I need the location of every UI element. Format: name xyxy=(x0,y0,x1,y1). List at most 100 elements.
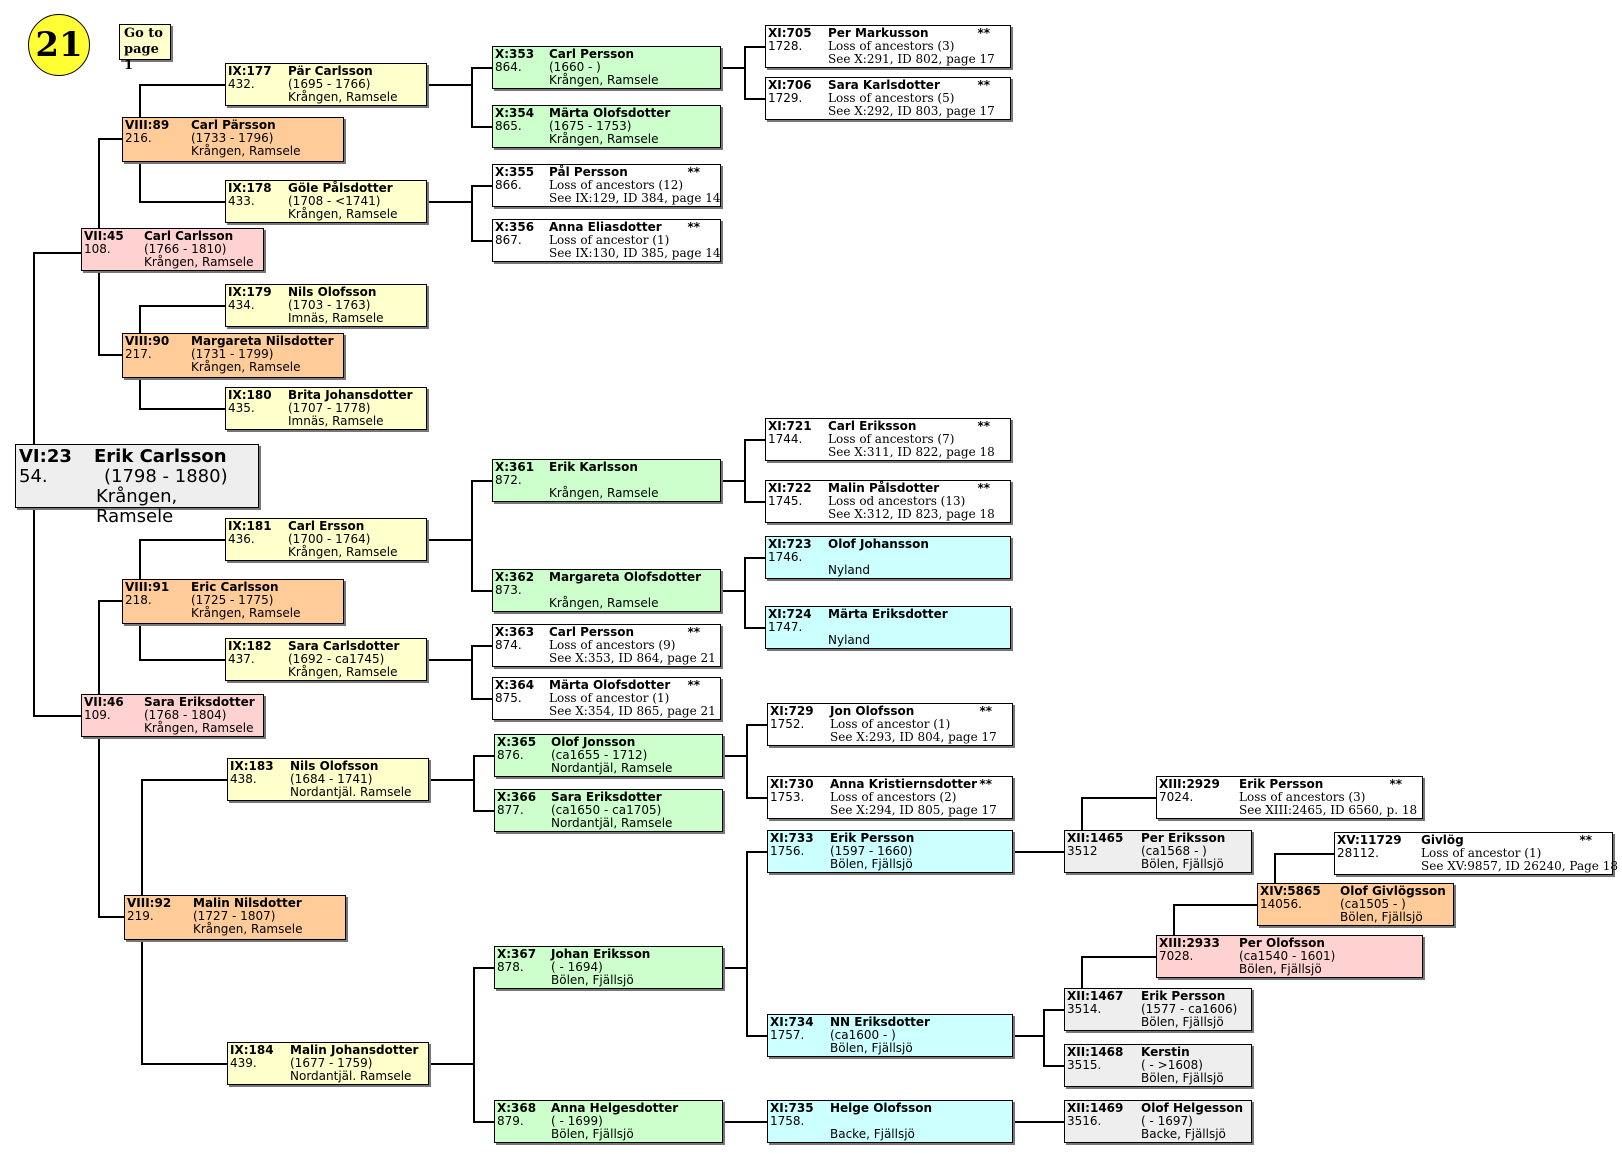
person-name: Margareta Nilsdotter xyxy=(191,334,334,348)
connector-line xyxy=(427,67,492,86)
person-place-line: See X:293, ID 804, page 17 xyxy=(830,730,997,744)
ancestor-number: 877. xyxy=(497,803,524,817)
generation-id: IX:180 xyxy=(228,388,272,402)
generation-id: XI:734 xyxy=(770,1015,814,1029)
person-name: Brita Johansdotter xyxy=(288,388,413,402)
person-name: Märta Eriksdotter xyxy=(828,607,948,621)
connector-line xyxy=(98,600,122,694)
person-detail-line: (1577 - ca1606) xyxy=(1141,1002,1238,1016)
generation-id: XI:706 xyxy=(768,78,812,92)
generation-id: XIII:2929 xyxy=(1159,777,1220,791)
person-detail-line: (1731 - 1799) xyxy=(191,347,274,361)
ancestor-number: 875. xyxy=(495,691,522,705)
person-detail-line: Loss of ancestors (12) xyxy=(549,178,684,192)
generation-id: XI:723 xyxy=(768,537,812,551)
generation-id: XII:1467 xyxy=(1067,989,1124,1003)
ancestor-number: 7024. xyxy=(1159,790,1194,804)
person-detail-line: Loss of ancestors (3) xyxy=(1239,790,1366,804)
person-place-line: Krången, Ramsele xyxy=(288,207,398,221)
connector-line xyxy=(471,85,492,128)
connector-line xyxy=(427,480,492,541)
person-place-line: See X:354, ID 865, page 21 xyxy=(549,704,716,718)
person-detail-line: (ca1650 - ca1705) xyxy=(551,803,662,817)
go-to-page-1-link[interactable]: Go to page 1 xyxy=(119,24,171,73)
ancestor-number: 1729. xyxy=(768,91,803,105)
person-detail-line: (1766 - 1810) xyxy=(144,242,227,256)
person-place-line: Krången, Ramsele xyxy=(191,360,301,374)
person-detail-line: (1725 - 1775) xyxy=(191,593,274,607)
generation-id: IX:178 xyxy=(228,181,272,195)
person-detail-line: ( - 1694) xyxy=(551,960,603,974)
ancestor-number: 1746. xyxy=(768,550,803,564)
ancestor-number: 864. xyxy=(495,60,522,74)
ancestor-number: 3515. xyxy=(1067,1058,1102,1072)
person-place-line: See X:311, ID 822, page 18 xyxy=(828,445,995,459)
person-place-line: Nordantjäl, Ramsele xyxy=(551,816,673,830)
generation-id: IX:182 xyxy=(228,639,272,653)
person-detail-line: Loss od ancestors (13) xyxy=(828,494,966,508)
connector-line xyxy=(427,645,492,661)
connector-line xyxy=(139,305,225,333)
page-number-badge: 21 xyxy=(28,14,90,76)
connector-line xyxy=(33,508,81,717)
root-person-box[interactable]: VI:23 Erik Carlsson 54. (1798 - 1880) Kr… xyxy=(15,444,259,527)
person-place-line: Bölen, Fjällsjö xyxy=(551,973,634,987)
person-place-line: See X:353, ID 864, page 21 xyxy=(549,651,716,665)
generation-id: X:366 xyxy=(497,790,537,804)
person-detail-line: (1707 - 1778) xyxy=(288,401,371,415)
ancestor-number: 1752. xyxy=(770,717,805,731)
person-name: Jon Olofsson xyxy=(830,704,915,718)
person-place-line: Krången, Ramsele xyxy=(191,144,301,158)
person-detail-line: (ca1600 - ) xyxy=(830,1028,896,1042)
person-place-line: See IX:130, ID 385, page 14 xyxy=(549,246,721,260)
person-name: Malin Johansdotter xyxy=(290,1043,419,1057)
person-detail-line: Loss of ancestors (2) xyxy=(830,790,957,804)
